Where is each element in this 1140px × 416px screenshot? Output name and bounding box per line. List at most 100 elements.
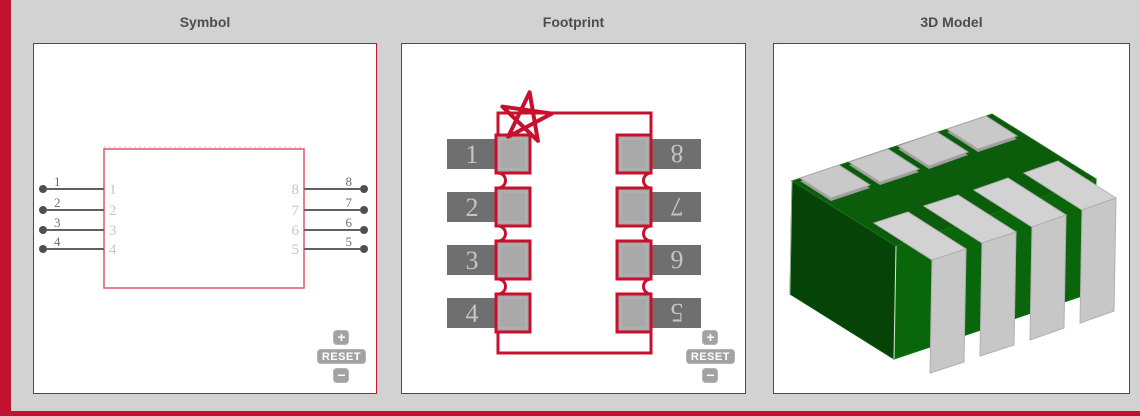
pin-dot (39, 185, 47, 193)
pad-inner-mark (499, 297, 527, 329)
pin-dot (360, 185, 368, 193)
pin-number-outside: 4 (54, 234, 61, 249)
footprint-pad-3: 3 (447, 239, 532, 281)
pad-inner-mark (620, 138, 648, 170)
pad-inner-mark (620, 244, 648, 276)
pad-number: 2 (466, 193, 479, 222)
footprint-pad-4: 4 (447, 292, 532, 334)
footprint-canvas[interactable]: 1 2 3 4 (401, 43, 746, 394)
pin-dot (360, 206, 368, 214)
pin-number-outside: 1 (54, 174, 61, 189)
pad-paste (494, 133, 532, 175)
pad-number: 3 (466, 246, 479, 275)
pin-number-outside: 2 (54, 195, 61, 210)
pad-number: 6 (671, 245, 684, 274)
pin-number-inside: 3 (109, 223, 117, 239)
model3d-panel-group: 3D Model (773, 0, 1130, 394)
zoom-reset-button[interactable]: RESET (316, 349, 366, 364)
pin-number-inside: 7 (292, 203, 300, 219)
pin-number-outside: 6 (346, 215, 353, 230)
pad-paste (615, 133, 653, 175)
symbol-body-outline (103, 148, 305, 289)
pad-number: 5 (671, 298, 684, 327)
pin-dot (39, 245, 47, 253)
symbol-zoom-controls: + RESET − (316, 330, 366, 383)
pad-number: 7 (671, 192, 684, 221)
model3d-panel-title: 3D Model (920, 14, 983, 30)
pin-number-outside: 5 (346, 234, 353, 249)
zoom-reset-button[interactable]: RESET (685, 349, 735, 364)
footprint-pad-2: 2 (447, 186, 532, 228)
footprint-pad-8: 8 (615, 133, 701, 175)
pin-number-inside: 4 (109, 242, 117, 258)
symbol-panel-group: Symbol 1 1 2 2 (33, 0, 377, 394)
pad-inner-mark (499, 191, 527, 223)
pin-number-inside: 6 (292, 223, 300, 239)
pad-paste (615, 186, 653, 228)
pin-dot (360, 245, 368, 253)
zoom-out-button[interactable]: − (702, 368, 719, 383)
terminal-front (929, 248, 967, 374)
terminal-top (798, 164, 872, 199)
terminal-front (1079, 197, 1117, 324)
terminal-front (979, 231, 1017, 357)
footprint-panel-group: Footprint 1 2 (401, 0, 746, 394)
pin-dot (39, 206, 47, 214)
footprint-drawing: 1 2 3 4 (447, 90, 701, 355)
footprint-pad-6: 6 (615, 239, 701, 281)
model3d-canvas[interactable] (773, 43, 1130, 394)
symbol-drawing: 1 1 2 2 3 3 4 (39, 146, 368, 289)
pad-inner-mark (499, 138, 527, 170)
pin-number-outside: 7 (346, 195, 353, 210)
symbol-pin-2: 2 2 (39, 195, 117, 219)
pad-paste (615, 239, 653, 281)
pin-dot (360, 226, 368, 234)
symbol-pin-3: 3 3 (39, 215, 117, 239)
pin1-star-marker-icon (500, 90, 554, 143)
pad-paste (494, 239, 532, 281)
pad-number: 4 (466, 299, 479, 328)
pad-paste (494, 186, 532, 228)
footprint-zoom-controls: + RESET − (685, 330, 735, 383)
top-terminals (798, 115, 1019, 201)
symbol-pin-1: 1 1 (39, 174, 117, 198)
pad-inner-mark (620, 297, 648, 329)
symbol-pin-7: 7 7 (292, 195, 368, 219)
zoom-out-button[interactable]: − (333, 368, 350, 383)
pad-number: 8 (671, 139, 684, 168)
terminal-top (847, 148, 921, 183)
footprint-pad-1: 1 (447, 133, 532, 175)
front-terminals (872, 160, 1118, 374)
model3d-drawing (789, 113, 1118, 374)
pin-number-inside: 8 (292, 182, 300, 198)
terminal-top (896, 131, 970, 167)
pin-number-outside: 3 (54, 215, 61, 230)
pad-inner-mark (620, 191, 648, 223)
pad-inner-mark (499, 244, 527, 276)
pin-dot (39, 226, 47, 234)
chip-left-edge (789, 180, 793, 295)
zoom-in-button[interactable]: + (702, 330, 719, 345)
terminal-front (1029, 214, 1067, 341)
accent-stripe-bottom (0, 411, 1140, 416)
pin-number-inside: 5 (292, 242, 300, 258)
pin-number-inside: 2 (109, 203, 117, 219)
footprint-panel-title: Footprint (542, 14, 605, 30)
accent-stripe-left (0, 0, 11, 416)
symbol-pin-8: 8 8 (292, 174, 368, 198)
pin-number-inside: 1 (109, 182, 117, 198)
symbol-pin-6: 6 6 (292, 215, 368, 239)
symbol-canvas[interactable]: 1 1 2 2 3 3 4 (33, 43, 377, 394)
chip-front-edge (893, 245, 897, 360)
symbol-pin-5: 5 5 (292, 234, 368, 258)
pad-paste (615, 292, 653, 334)
pin-number-outside: 8 (346, 174, 353, 189)
symbol-pin-4: 4 4 (39, 234, 117, 258)
pad-paste (494, 292, 532, 334)
pad-number: 1 (466, 140, 479, 169)
zoom-in-button[interactable]: + (333, 330, 350, 345)
terminal-top (945, 115, 1019, 150)
symbol-panel-title: Symbol (179, 14, 231, 30)
footprint-pad-7: 7 (615, 186, 701, 228)
